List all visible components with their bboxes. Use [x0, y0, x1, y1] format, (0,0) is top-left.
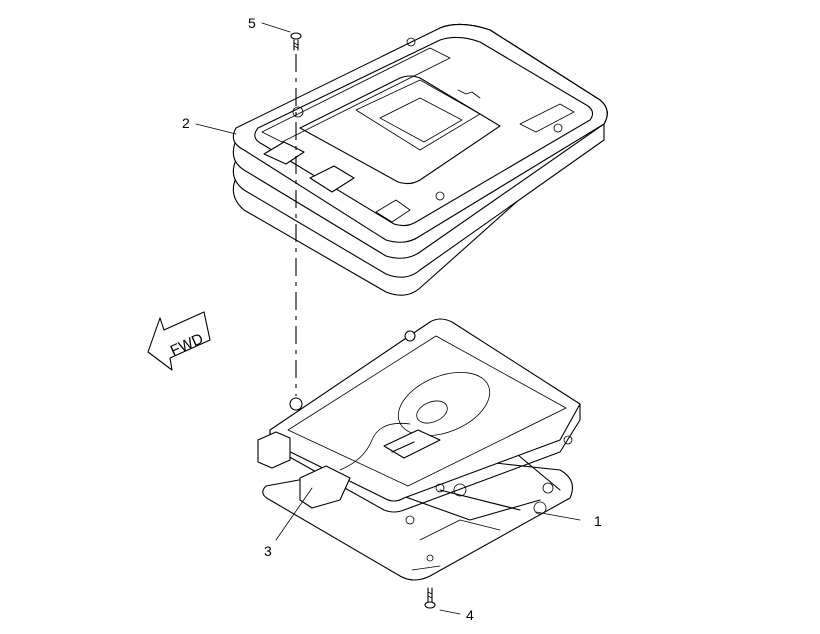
leader-lines: [195, 22, 581, 615]
seat-cushion-assembly: [232, 23, 608, 296]
callout-5: 5: [248, 15, 256, 31]
callout-2: 2: [182, 115, 190, 131]
screw-4: [424, 587, 436, 609]
forward-direction-arrow: FWD: [147, 311, 211, 371]
callout-4: 4: [466, 607, 474, 623]
callout-3: 3: [264, 543, 272, 559]
seat-suspension-base: [257, 318, 581, 581]
callout-1: 1: [594, 513, 602, 529]
screw-5: [290, 32, 302, 51]
